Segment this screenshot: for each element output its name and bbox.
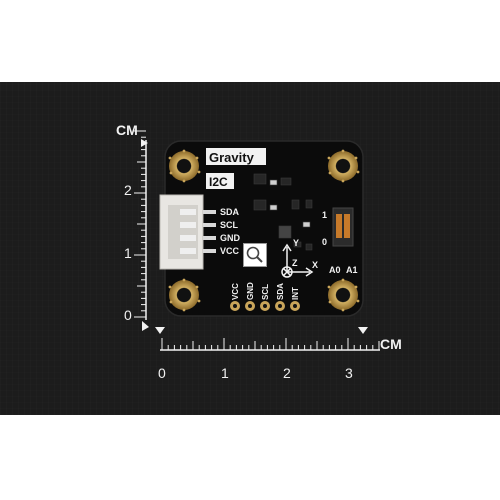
magnifier-icon [246, 246, 263, 263]
pin-label-scl: SCL [261, 284, 270, 300]
vertical-tick-2: 2 [124, 182, 132, 198]
vertical-scale: CM 2 1 0 [116, 122, 149, 331]
sensor-chip [278, 225, 292, 239]
vertical-tick-0: 0 [124, 307, 132, 323]
horizontal-tick-2: 2 [283, 365, 291, 381]
pin-label-vcc: VCC [231, 283, 240, 300]
switch-label-a0: A0 [329, 265, 341, 275]
connector-pin-gnd: GND [220, 233, 241, 243]
horizontal-scale: CM 0 1 2 3 [155, 327, 402, 381]
axis-z-label: Z [292, 258, 298, 268]
axis-y-label: Y [293, 238, 299, 248]
vertical-tick-1: 1 [124, 245, 132, 261]
switch-label-0: 0 [322, 237, 327, 247]
horizontal-scale-unit: CM [380, 336, 402, 352]
dip-switch-a0 [336, 214, 342, 238]
axis-diagram [281, 243, 314, 278]
brand-label: Gravity [209, 150, 255, 165]
axis-x-label: X [312, 260, 318, 270]
pin-label-gnd: GND [246, 282, 255, 300]
switch-label-1: 1 [322, 210, 327, 220]
mounting-hole-tl [169, 151, 199, 181]
connector-pin-vcc: VCC [220, 246, 240, 256]
connector-pin-sda: SDA [220, 207, 240, 217]
mounting-hole-bl [169, 280, 199, 310]
jst-connector [159, 194, 216, 270]
horizontal-tick-3: 3 [345, 365, 353, 381]
interface-label: I2C [209, 175, 228, 189]
gravity-logo-box [206, 148, 266, 165]
dip-switch-a1 [344, 214, 350, 238]
pin-label-sda: SDA [276, 283, 285, 300]
connector-pin-scl: SCL [220, 220, 239, 230]
vertical-scale-unit: CM [116, 122, 138, 138]
i2c-box [206, 173, 234, 189]
horizontal-tick-0: 0 [158, 365, 166, 381]
switch-label-a1: A1 [346, 265, 358, 275]
header-pads [230, 301, 300, 311]
mounting-hole-tr [328, 151, 358, 181]
pin-label-int: INT [291, 287, 300, 300]
zoom-button[interactable] [243, 243, 267, 267]
horizontal-tick-1: 1 [221, 365, 229, 381]
mounting-hole-br [328, 280, 358, 310]
sensor-board: Gravity I2C [159, 140, 364, 317]
